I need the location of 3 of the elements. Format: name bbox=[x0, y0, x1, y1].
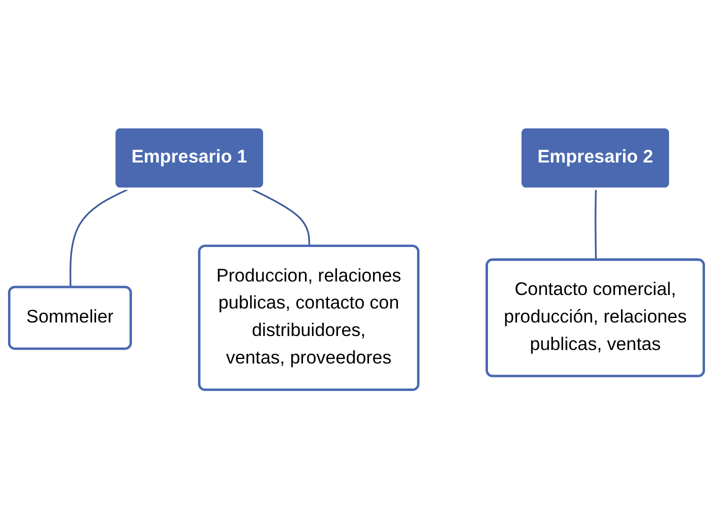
connector bbox=[70, 188, 128, 288]
connector bbox=[252, 188, 310, 247]
connector bbox=[594, 189, 597, 260]
